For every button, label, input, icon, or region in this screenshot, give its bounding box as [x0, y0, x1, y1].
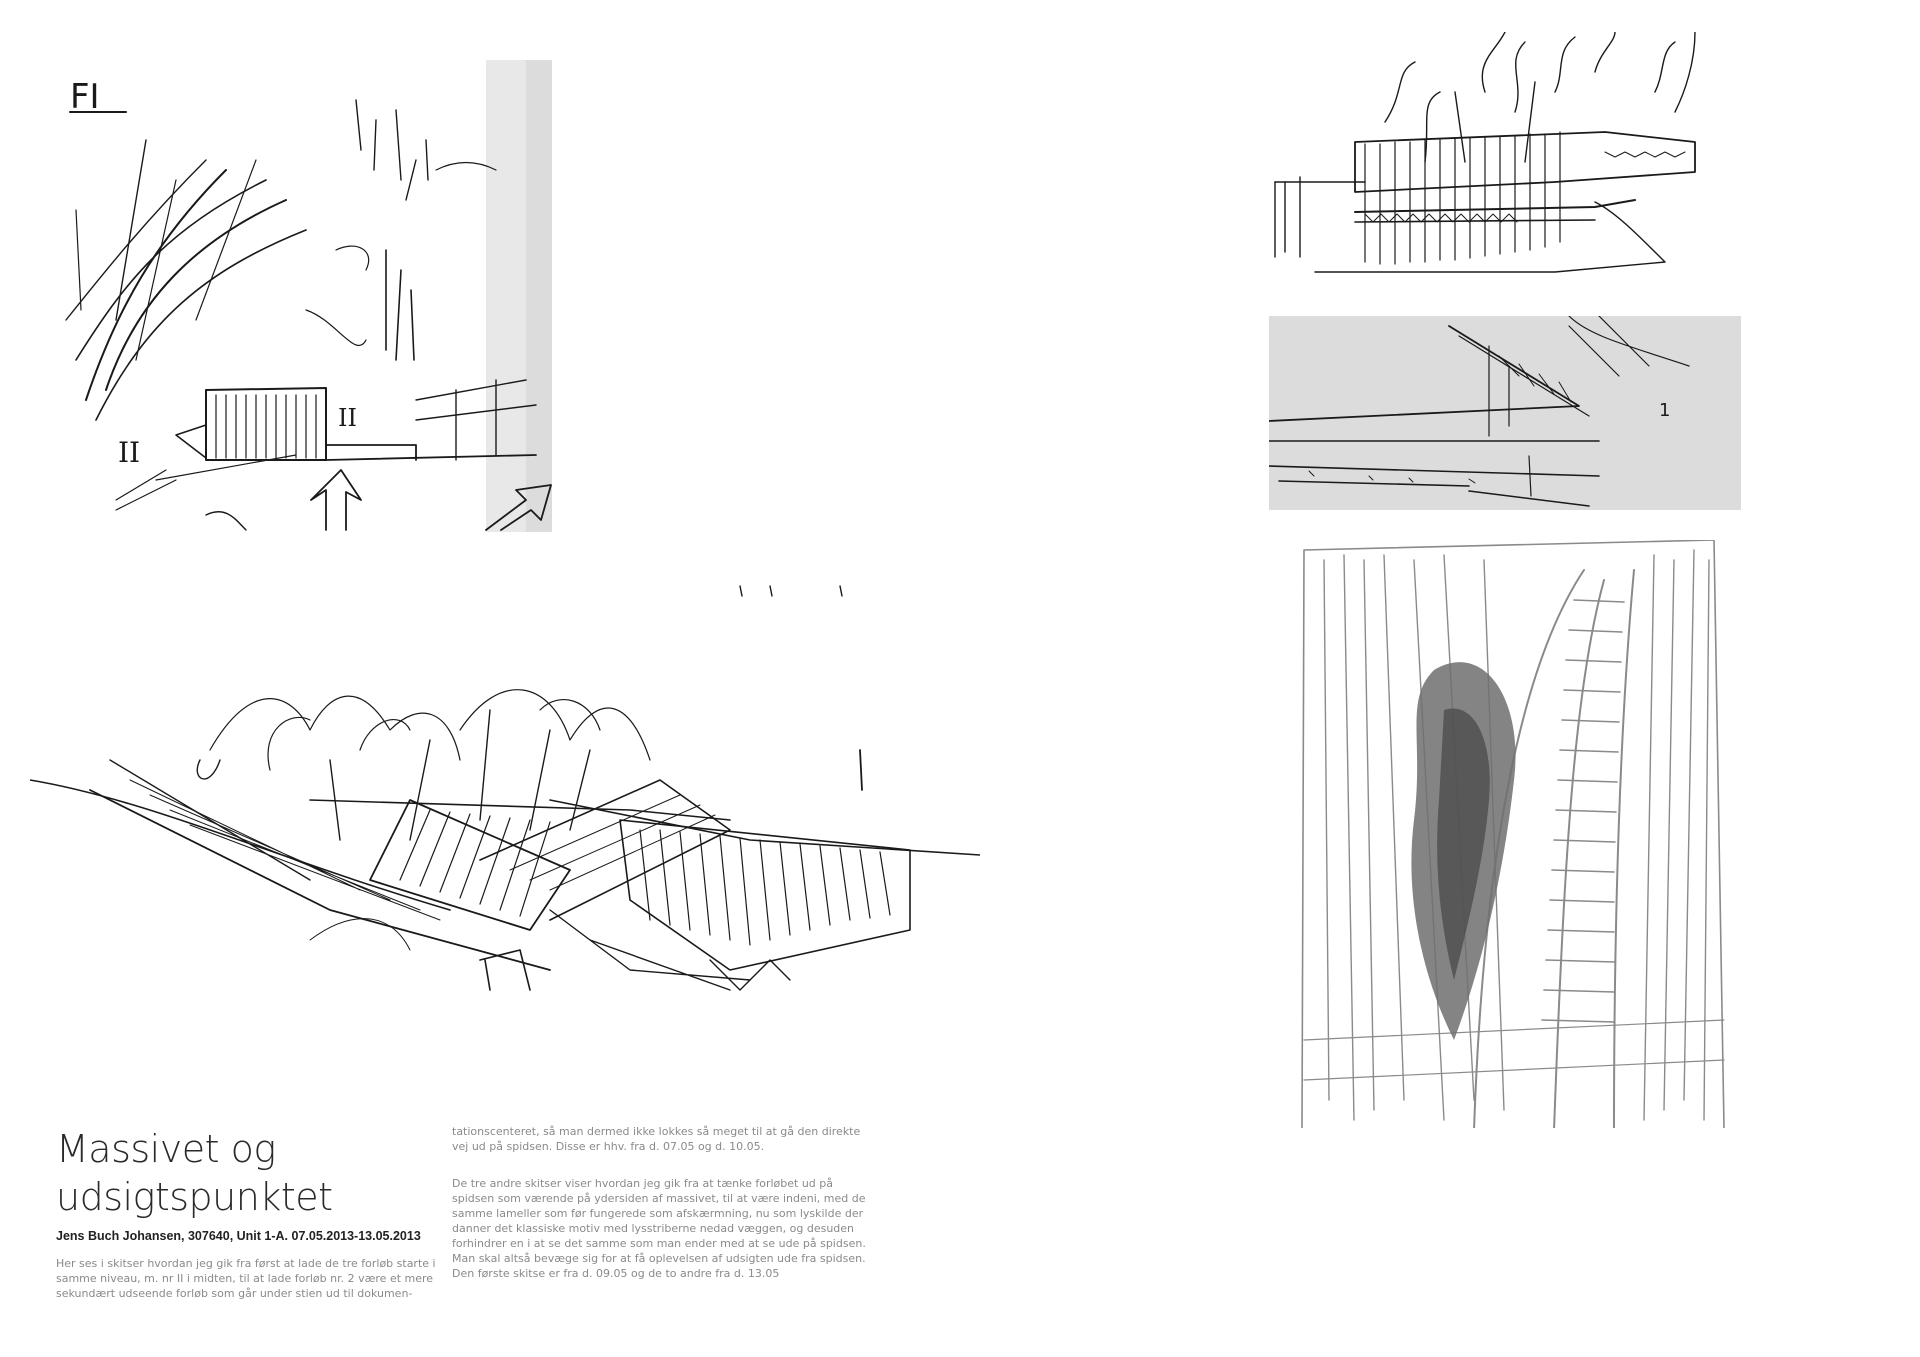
sketch-5-drawing [1301, 540, 1725, 1128]
body-paragraph-3: De tre andre skitser viser hvordan jeg g… [452, 1177, 866, 1280]
sketch-1-drawing: FI II II [65, 60, 552, 532]
sketch-4-mark: 1 [1659, 400, 1670, 421]
sketch-1-label: FI [70, 77, 100, 117]
sketch-4-drawing: 1 [1269, 316, 1741, 510]
body-paragraph-1: Her ses i skitser hvordan jeg gik fra fø… [56, 1257, 436, 1300]
sketch-3-drawing [1274, 32, 1696, 273]
sketch-1-entrance-perspective: FI II II [56, 60, 552, 532]
sketch-1-mark-left: II [118, 436, 140, 469]
author-line: Jens Buch Johansen, 307640, Unit 1-A. 07… [56, 1229, 421, 1243]
body-paragraph-2: tationscenteret, så man dermed ikke lokk… [452, 1125, 861, 1153]
sketch-2-landscape-perspective [30, 580, 980, 1000]
sketch-5-interior-pencil [1284, 540, 1732, 1128]
sketch-4-section-scan: 1 [1269, 316, 1741, 510]
sketch-3-elevation-sketch [1255, 32, 1745, 277]
page-title: Massivet og udsigtspunktet [56, 1127, 333, 1219]
sketch-1-mark-right: II [338, 404, 357, 432]
sketch-2-drawing [30, 585, 980, 991]
